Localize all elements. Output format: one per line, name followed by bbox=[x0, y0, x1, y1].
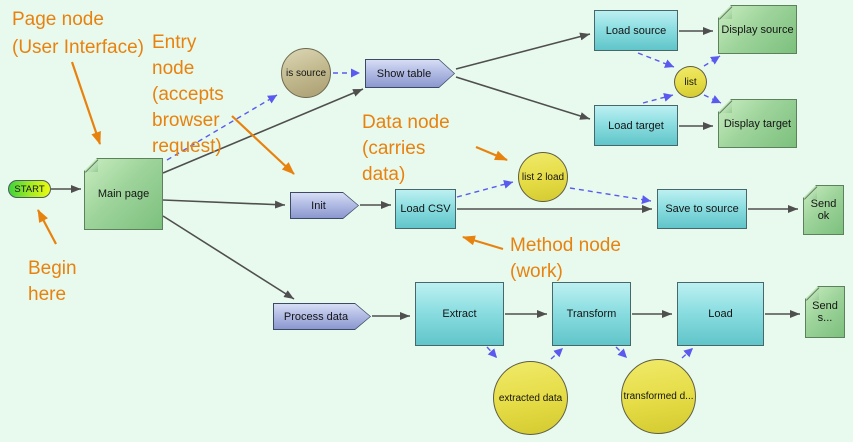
node-process-data-label: Process data bbox=[283, 310, 349, 323]
node-display-source-label: Display source bbox=[721, 23, 794, 36]
node-show-table[interactable]: Show table bbox=[365, 59, 455, 88]
node-list-2-load-label: list 2 load bbox=[521, 171, 565, 183]
node-is-source[interactable]: is source bbox=[281, 48, 331, 98]
node-transform-label: Transform bbox=[566, 308, 617, 320]
node-send-ok-label: Send ok bbox=[810, 198, 837, 222]
node-main-page[interactable]: Main page bbox=[84, 158, 163, 230]
node-show-table-label: Show table bbox=[376, 67, 432, 80]
node-send-s[interactable]: Send s... bbox=[805, 286, 845, 338]
node-transformed-data[interactable]: transformed d... bbox=[621, 359, 696, 434]
node-display-target[interactable]: Display target bbox=[718, 99, 797, 148]
node-load-csv[interactable]: Load CSV bbox=[395, 189, 456, 229]
node-display-source[interactable]: Display source bbox=[718, 5, 797, 54]
node-load-label: Load bbox=[708, 308, 733, 320]
node-start[interactable]: START bbox=[8, 180, 51, 198]
node-is-source-label: is source bbox=[285, 67, 326, 79]
node-init[interactable]: Init bbox=[290, 192, 359, 219]
annotation-data-node: Data node (carries data) bbox=[362, 112, 450, 185]
node-load-source[interactable]: Load source bbox=[594, 10, 678, 51]
node-save-to-source-label: Save to source bbox=[665, 203, 739, 215]
node-extract[interactable]: Extract bbox=[415, 282, 504, 346]
node-extract-label: Extract bbox=[442, 308, 477, 320]
node-send-ok[interactable]: Send ok bbox=[803, 185, 844, 235]
node-process-data[interactable]: Process data bbox=[273, 303, 371, 330]
node-init-label: Init bbox=[311, 199, 326, 212]
annotation-begin-here: Begin here bbox=[28, 258, 77, 305]
node-main-page-label: Main page bbox=[97, 188, 150, 200]
node-load-target[interactable]: Load target bbox=[594, 105, 678, 146]
node-load-target-label: Load target bbox=[608, 119, 664, 132]
node-list[interactable]: list bbox=[674, 66, 707, 98]
node-save-to-source[interactable]: Save to source bbox=[657, 189, 747, 229]
node-extracted-data[interactable]: extracted data bbox=[493, 361, 568, 435]
node-load-csv-label: Load CSV bbox=[400, 203, 451, 215]
annotation-method-node: Method node (work) bbox=[510, 235, 621, 282]
node-display-target-label: Display target bbox=[723, 117, 792, 130]
node-transformed-data-label: transformed d... bbox=[623, 391, 694, 402]
node-transform[interactable]: Transform bbox=[552, 282, 631, 346]
node-load-source-label: Load source bbox=[605, 24, 667, 37]
node-start-label: START bbox=[14, 183, 45, 195]
node-list-2-load[interactable]: list 2 load bbox=[518, 152, 568, 202]
annotation-entry-node: Entry node (accepts browser request) bbox=[152, 32, 224, 157]
node-list-label: list bbox=[684, 76, 697, 88]
node-load[interactable]: Load bbox=[677, 282, 764, 346]
node-send-s-label: Send s... bbox=[812, 300, 838, 324]
annotation-page-node: Page node (User Interface) bbox=[12, 9, 144, 58]
node-extracted-data-label: extracted data bbox=[498, 392, 563, 404]
